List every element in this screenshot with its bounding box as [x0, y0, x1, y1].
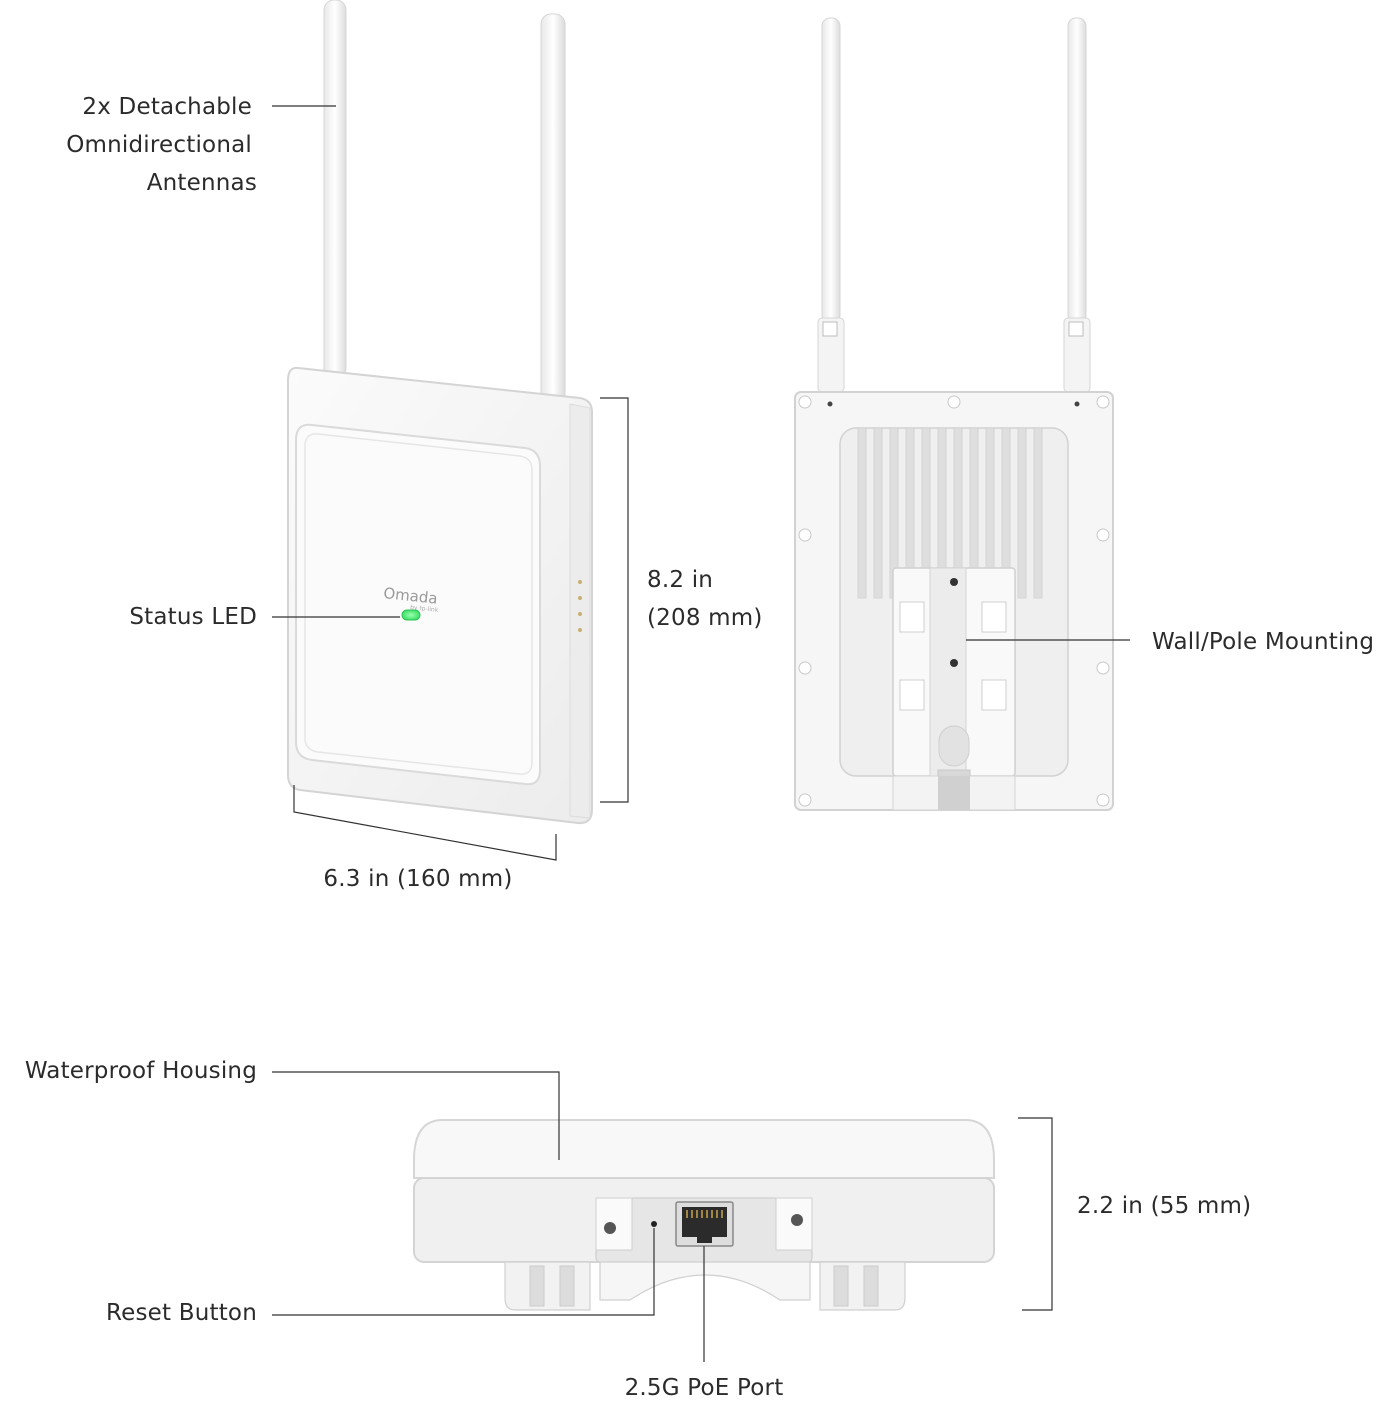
width-dimension-label: 6.3 in (160 mm)	[323, 866, 513, 892]
wall-pole-label: Wall/Pole Mounting	[1152, 629, 1375, 655]
front-side-edge	[569, 403, 591, 819]
antenna-left-icon	[323, 0, 347, 379]
reset-label: Reset Button	[105, 1300, 257, 1326]
leader-lines	[272, 105, 1130, 1362]
width-dimension-line	[293, 785, 557, 861]
height-dimension-line	[600, 397, 629, 803]
antenna-right-icon	[540, 13, 566, 405]
housing-top	[413, 1119, 995, 1179]
height-dimension-line-2: (208 mm)	[647, 605, 763, 631]
antenna-callout-line-3: Antennas	[146, 170, 257, 196]
back-antenna-right-icon	[1067, 17, 1087, 324]
heatsink-fins	[857, 427, 1043, 599]
ethernet-port-icon	[675, 1201, 734, 1247]
back-view	[794, 17, 1114, 811]
bottom-fins	[504, 1261, 906, 1311]
antenna-callout-line-1: 2x Detachable	[82, 94, 252, 120]
reset-leader	[272, 1228, 655, 1316]
antenna-callout-line-2: Omnidirectional	[66, 132, 252, 158]
depth-dimension-line	[1018, 1117, 1053, 1311]
dimension-lines	[293, 397, 1053, 1311]
depth-dimension-label: 2.2 in (55 mm)	[1077, 1193, 1252, 1219]
front-view: Omada by tp-link	[287, 0, 593, 825]
height-dimension-line-1: 8.2 in	[647, 567, 714, 593]
height-dimension-label: 8.2 in (208 mm)	[647, 561, 763, 637]
status-led-icon	[401, 609, 421, 621]
poe-port-label: 2.5G PoE Port	[624, 1375, 784, 1401]
back-antenna-left-icon	[821, 17, 841, 324]
brand-logo: Omada	[383, 584, 439, 608]
status-led-label: Status LED	[129, 604, 257, 630]
antenna-callout: 2x Detachable Omnidirectional Antennas	[66, 88, 257, 202]
brand-sub: by tp-link	[410, 604, 439, 614]
reset-pinhole-icon	[651, 1221, 657, 1227]
front-panel	[295, 423, 541, 786]
waterproof-leader	[272, 1071, 560, 1160]
waterproof-label: Waterproof Housing	[24, 1058, 257, 1084]
